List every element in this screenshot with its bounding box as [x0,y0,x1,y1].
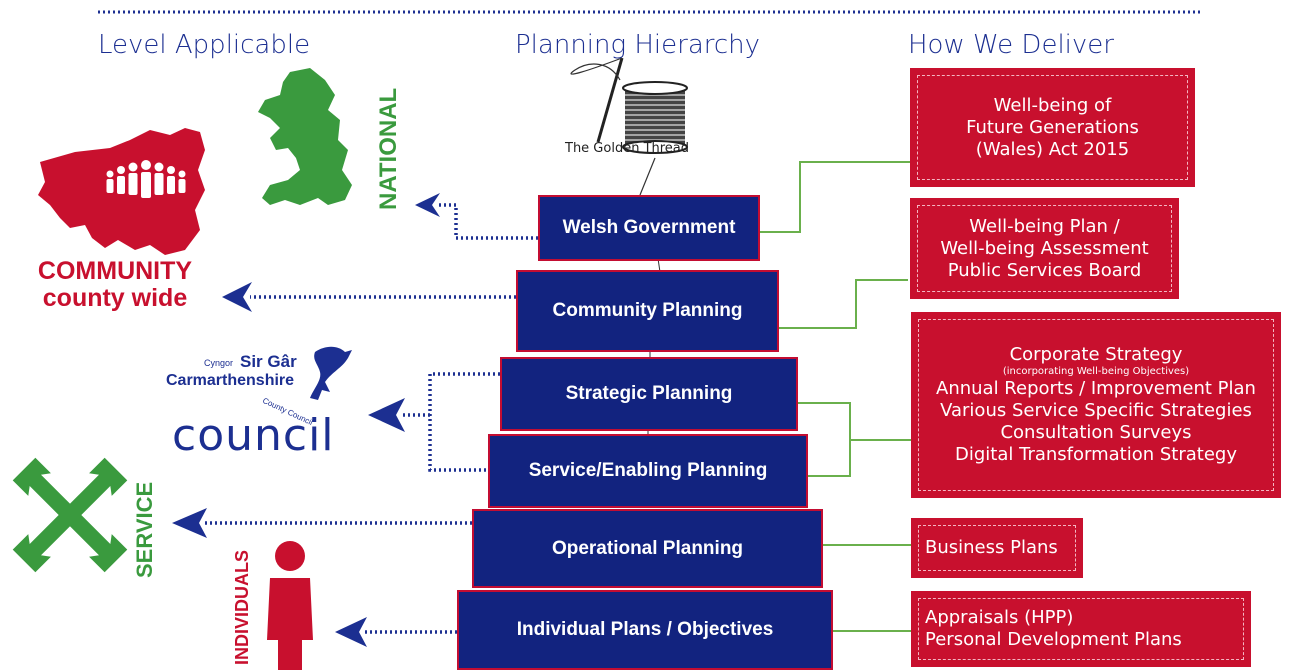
business-plans-label: Business Plans [925,537,1058,558]
needle-spool-icon [570,57,688,154]
wbp-line1: Well-being Plan / [969,215,1120,237]
delivery-wfg-act: Well-being of Future Generations (Wales)… [910,68,1195,187]
wbp-line3: Public Services Board [947,259,1142,281]
wfg-line2: Future Generations [966,116,1139,138]
corporate-note: (incorporating Well-being Objectives) [1002,366,1190,377]
box-operational-planning: Operational Planning [472,509,823,588]
box-individual-plans: Individual Plans / Objectives [457,590,833,670]
service-label: SERVICE [132,481,157,578]
box-strategic-planning: Strategic Planning [500,357,798,431]
wrench-cross-icon [12,457,128,573]
box-welsh-government: Welsh Government [538,195,760,261]
wfg-line1: Well-being of [993,94,1112,116]
corporate-line5: Digital Transformation Strategy [955,444,1237,465]
community-label: COMMUNITY county wide [25,258,205,312]
delivery-wellbeing-plan: Well-being Plan / Well-being Assessment … [910,198,1179,299]
community-line2: county wide [42,284,188,312]
wales-map-icon [258,68,352,205]
delivery-appraisals: Appraisals (HPP) Personal Development Pl… [911,591,1251,667]
delivery-business-plans: Business Plans [911,518,1083,578]
logo-cyngor: Cyngor [204,358,234,368]
golden-thread-caption: The Golden Thread [565,141,690,156]
corporate-line4: Consultation Surveys [1000,422,1192,443]
logo-sir-gar: Sir Gâr [240,352,297,371]
wbp-line2: Well-being Assessment [940,237,1149,259]
council-label: council [172,410,335,461]
golden-thread-line [639,157,656,196]
person-icon [267,541,313,670]
dragon-logo-icon [310,346,352,400]
appraisals-line1: Appraisals (HPP) [925,607,1074,628]
box-community-planning: Community Planning [516,270,779,352]
corporate-line1: Corporate Strategy [1009,344,1183,365]
logo-carmarthenshire: Carmarthenshire [166,372,295,389]
heading-level-applicable: Level Applicable [98,30,311,60]
corporate-line3: Various Service Specific Strategies [940,400,1252,421]
appraisals-line2: Personal Development Plans [925,629,1182,650]
wfg-line3: (Wales) Act 2015 [975,138,1130,160]
delivery-corporate-strategy: Corporate Strategy (incorporating Well-b… [911,312,1281,498]
heading-how-we-deliver: How We Deliver [908,30,1114,60]
people-group-icon [106,160,186,198]
individuals-label: INDIVIDUALS [232,549,252,665]
corporate-line2: Annual Reports / Improvement Plan [936,378,1256,399]
community-line1: COMMUNITY [37,257,193,285]
box-service-enabling-planning: Service/Enabling Planning [488,434,808,508]
heading-planning-hierarchy: Planning Hierarchy [515,30,761,60]
national-label: NATIONAL [375,87,402,210]
